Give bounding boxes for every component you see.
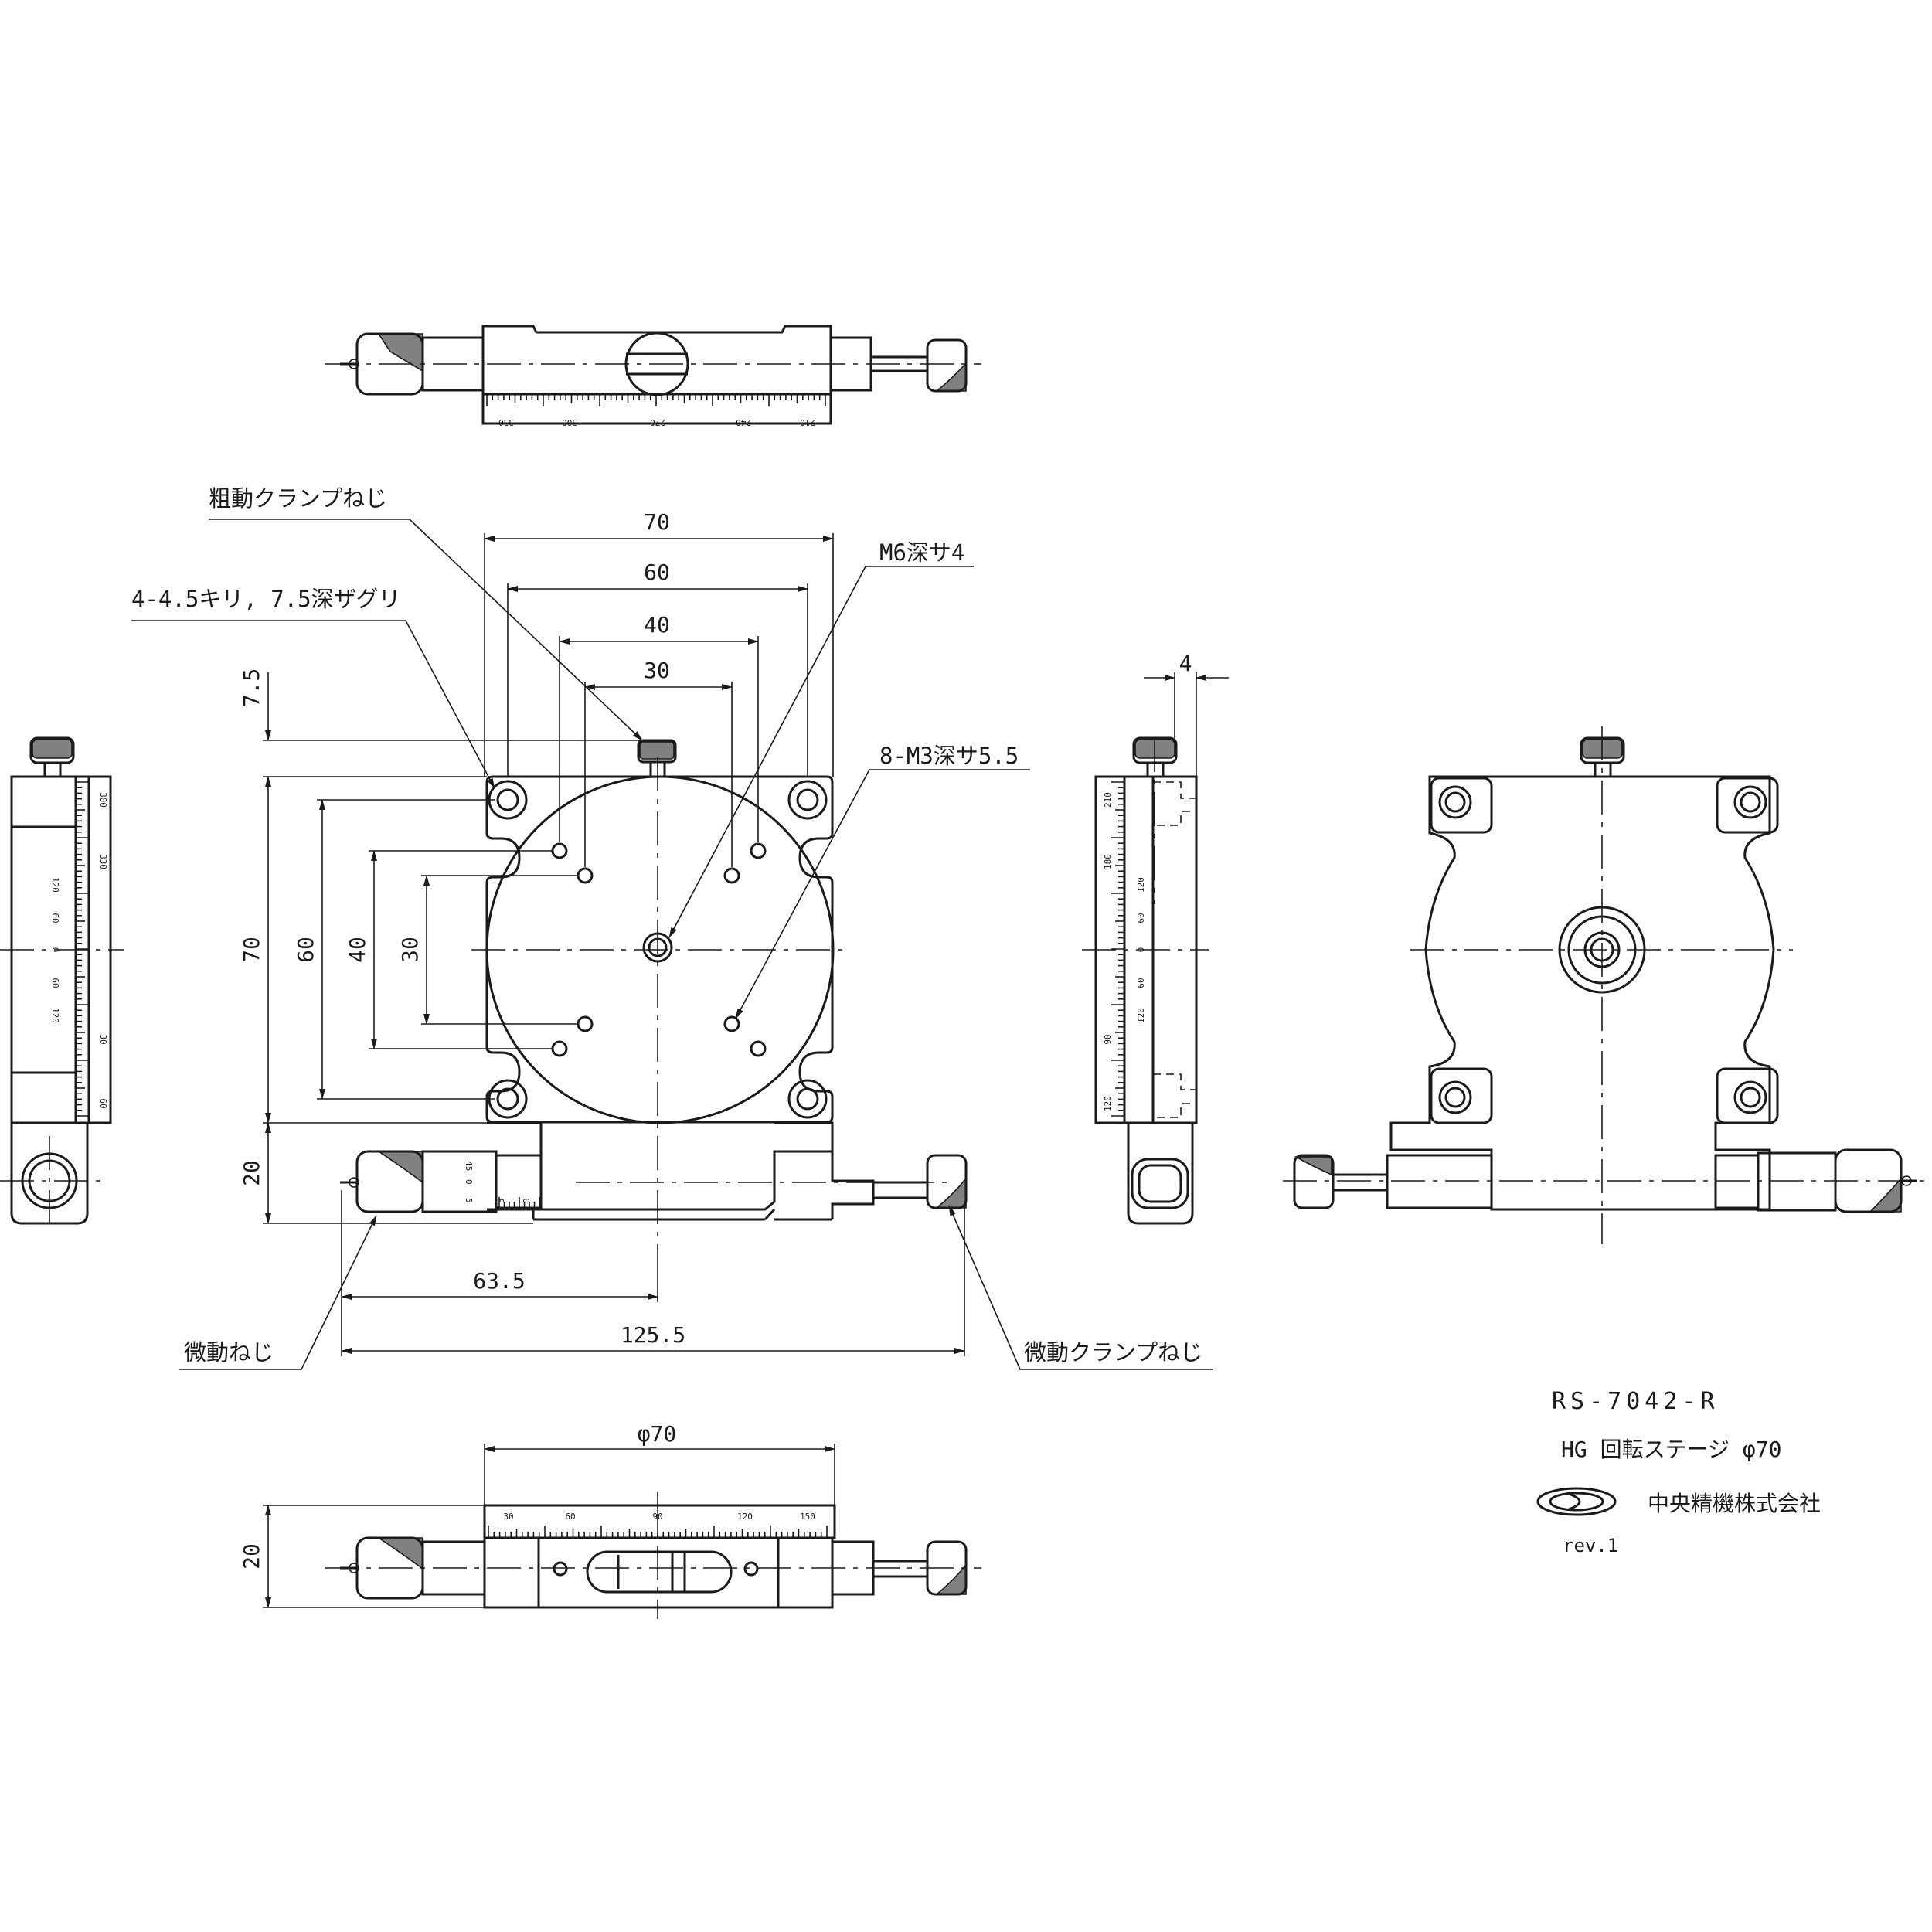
model-number: RS-7042-R <box>1552 1388 1719 1415</box>
dim-left-30: 30 <box>397 937 423 963</box>
top-scale-label: 270 <box>650 417 665 427</box>
plan-dimensions <box>263 533 965 1356</box>
dim-top-30: 30 <box>644 658 670 683</box>
micrometer-label: 5 <box>464 1198 474 1203</box>
front-scale-label: 30 <box>503 1512 513 1522</box>
left-scale-label: 30 <box>98 1034 108 1044</box>
front-scale-label: 150 <box>800 1512 815 1522</box>
side-scale-label: 90 <box>1103 1034 1113 1044</box>
left-scale-label: 60 <box>98 1098 108 1108</box>
side-scale-label: 120 <box>1103 1096 1113 1111</box>
bottom-view <box>1283 726 1924 1244</box>
side-scale-label: 120 <box>1136 1008 1146 1023</box>
product-name: HG 回転ステージ φ70 <box>1561 1437 1781 1462</box>
dim-left-70: 70 <box>239 937 264 963</box>
micrometer-label: 0 <box>522 1198 532 1203</box>
left-scale-label: 0 <box>50 947 60 953</box>
left-scale-label: 300 <box>98 792 108 808</box>
m6-label: M6深サ4 <box>879 539 964 566</box>
plan-view <box>340 739 968 1267</box>
dim-left-40: 40 <box>345 937 370 963</box>
front-view <box>263 1444 981 1619</box>
left-scale-label: 330 <box>98 854 108 869</box>
m3-label: 8-M3深サ5.5 <box>879 743 1019 769</box>
micrometer-label: 0 <box>464 1179 474 1185</box>
top-scale-label: 210 <box>800 417 815 427</box>
left-scale-label: 60 <box>50 978 60 988</box>
right-side-view <box>1082 672 1229 1225</box>
top-view <box>325 325 981 425</box>
dim-top-60: 60 <box>644 560 670 585</box>
top-scale-label: 330 <box>498 417 514 427</box>
company-name: 中央精機株式会社 <box>1648 1491 1821 1516</box>
side-scale-label: 210 <box>1103 792 1113 808</box>
revision: rev.1 <box>1563 1535 1618 1556</box>
dim-left-7-5: 7.5 <box>239 668 264 708</box>
fine-clamp-label: 微動クランプねじ <box>1024 1339 1202 1366</box>
left-side-view <box>0 736 124 1229</box>
dim-63-5: 63.5 <box>473 1268 525 1294</box>
dim-left-20: 20 <box>239 1160 264 1186</box>
mount-holes-label: 4-4.5キリ, 7.5深ザグリ <box>131 586 401 612</box>
title-block: RS-7042-R HG 回転ステージ φ70 中央精機株式会社 rev.1 <box>1536 1388 1821 1556</box>
dim-left-60: 60 <box>293 937 318 963</box>
dim-125-5: 125.5 <box>621 1322 685 1348</box>
front-scale-label: 60 <box>565 1512 575 1522</box>
dim-front-20: 20 <box>239 1543 264 1570</box>
side-scale-label: 0 <box>1136 947 1146 953</box>
leaders <box>131 519 1213 1370</box>
dim-phi70: φ70 <box>638 1421 677 1447</box>
dim-top-70: 70 <box>644 509 670 535</box>
dim-top-40: 40 <box>644 612 670 638</box>
fine-screw-label: 微動ねじ <box>184 1339 274 1366</box>
left-scale-label: 120 <box>50 1008 60 1023</box>
top-scale-label: 300 <box>562 417 577 427</box>
top-scale-label: 240 <box>736 417 751 427</box>
micrometer-label: 45 <box>464 1161 474 1171</box>
front-scale-label: 120 <box>737 1512 753 1522</box>
front-scale-label: 90 <box>652 1512 662 1522</box>
micrometer-label: 5 <box>496 1198 506 1203</box>
annotation-text: 粗動クランプねじ 4-4.5キリ, 7.5深ザグリ M6深サ4 8-M3深サ5.… <box>50 417 1202 1570</box>
side-scale-label: 60 <box>1136 978 1146 988</box>
dim-side-4: 4 <box>1179 651 1192 676</box>
side-scale-label: 60 <box>1136 913 1146 923</box>
coarse-clamp-label: 粗動クランプねじ <box>209 485 387 512</box>
company-logo <box>1536 1487 1617 1516</box>
side-scale-label: 120 <box>1136 877 1146 893</box>
side-scale-label: 180 <box>1103 854 1113 869</box>
left-scale-label: 120 <box>50 877 60 893</box>
left-scale-label: 60 <box>50 913 60 923</box>
